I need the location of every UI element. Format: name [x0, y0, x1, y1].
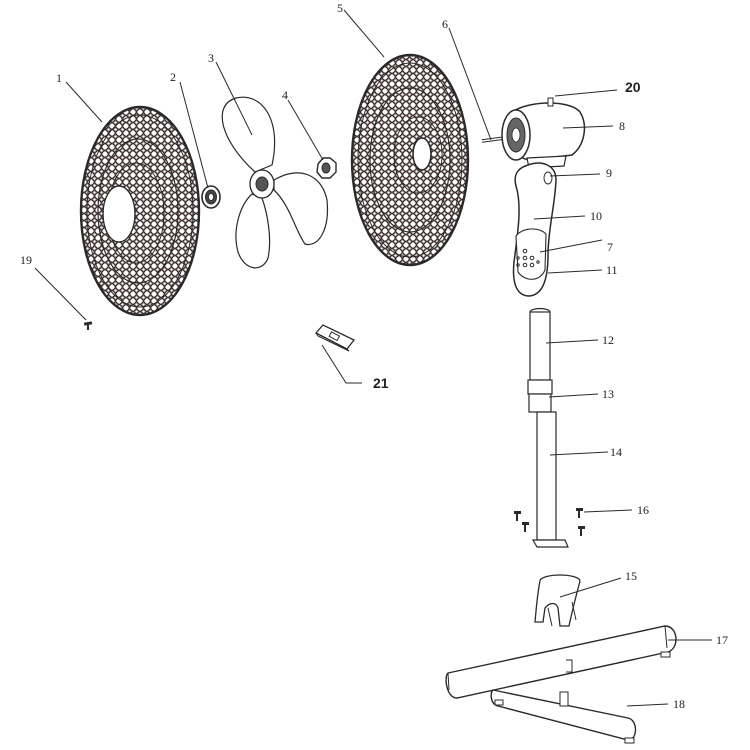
callout-10: 10 — [590, 209, 602, 223]
callout-17: 17 — [716, 633, 728, 647]
callout-21: 21 — [373, 375, 389, 391]
callout-11: 11 — [606, 263, 618, 277]
telescopic-pole — [527, 307, 569, 548]
cross-base — [445, 625, 677, 744]
remote-control — [314, 324, 356, 352]
callout-19: 19 — [20, 253, 32, 267]
callout-16: 16 — [637, 503, 649, 517]
callout-12: 12 — [602, 333, 614, 347]
fan-body — [512, 162, 557, 297]
callout-18: 18 — [673, 697, 685, 711]
callout-labels: 1 2 3 4 5 6 7 8 9 10 11 12 13 14 15 16 1… — [20, 1, 728, 711]
rear-guard — [79, 105, 201, 317]
base-cover — [534, 574, 581, 627]
callout-1: 1 — [56, 71, 62, 85]
fan-blade — [221, 96, 329, 269]
callout-5: 5 — [337, 1, 343, 15]
spinner — [201, 185, 221, 209]
callout-13: 13 — [602, 387, 614, 401]
callout-4: 4 — [282, 88, 288, 102]
leader-lines — [34, 9, 712, 707]
callout-8: 8 — [619, 119, 625, 133]
locking-nut — [316, 157, 337, 179]
guard-screw — [83, 321, 93, 330]
motor-housing — [481, 97, 586, 169]
screws — [514, 508, 585, 536]
callout-2: 2 — [170, 70, 176, 84]
callout-3: 3 — [208, 51, 214, 65]
callout-9: 9 — [606, 166, 612, 180]
callout-14: 14 — [610, 445, 622, 459]
callout-20: 20 — [625, 79, 641, 95]
front-guard — [350, 53, 470, 267]
callout-15: 15 — [625, 569, 637, 583]
callout-7: 7 — [607, 240, 613, 254]
callout-6: 6 — [442, 17, 448, 31]
